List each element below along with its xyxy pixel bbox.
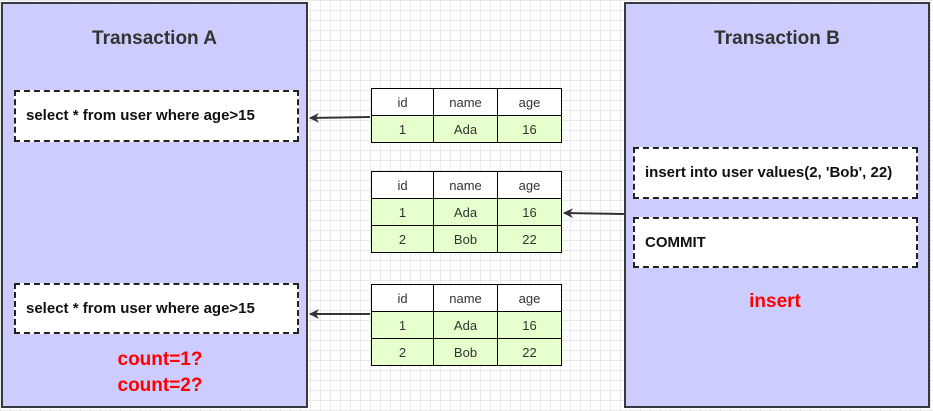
- cell-id: 1: [371, 311, 434, 339]
- cell-age: 16: [497, 115, 562, 143]
- header-cell-name: name: [433, 284, 498, 312]
- header-cell-age: age: [497, 171, 562, 199]
- table-row: 1 Ada 16: [371, 115, 562, 143]
- cell-id: 1: [371, 198, 434, 226]
- select-query-box-1: select * from user where age>15: [14, 90, 299, 142]
- cell-age: 22: [497, 338, 562, 366]
- user-table-1: id name age 1 Ada 16: [371, 88, 562, 143]
- cell-name: Ada: [433, 198, 498, 226]
- arrow-table1-to-query1: [309, 112, 371, 123]
- commit-text: COMMIT: [645, 233, 706, 251]
- table-row: 2 Bob 22: [371, 225, 562, 253]
- header-cell-id: id: [371, 171, 434, 199]
- select-query-2-text: select * from user where age>15: [26, 299, 255, 317]
- header-cell-name: name: [433, 88, 498, 116]
- insert-statement-text: insert into user values(2, 'Bob', 22): [645, 164, 893, 181]
- table-row: 1 Ada 16: [371, 311, 562, 339]
- arrow-insert-to-table2: [563, 208, 625, 219]
- select-query-1-text: select * from user where age>15: [26, 107, 255, 124]
- user-table-2: id name age 1 Ada 16 2 Bob 22: [371, 171, 562, 253]
- cell-name: Ada: [433, 311, 498, 339]
- table-header-row: id name age: [371, 171, 562, 199]
- cell-id: 2: [371, 225, 434, 253]
- header-cell-age: age: [497, 88, 562, 116]
- cell-name: Bob: [433, 338, 498, 366]
- header-cell-id: id: [371, 284, 434, 312]
- count-question: count=1? count=2?: [60, 347, 260, 399]
- cell-name: Bob: [433, 225, 498, 253]
- transaction-b-title: Transaction B: [714, 28, 840, 49]
- table-row: 1 Ada 16: [371, 198, 562, 226]
- header-cell-name: name: [433, 171, 498, 199]
- transaction-b-panel: Transaction B: [624, 2, 930, 408]
- transaction-a-title: Transaction A: [92, 28, 217, 49]
- insert-statement-box: insert into user values(2, 'Bob', 22): [633, 147, 918, 199]
- count-line-2: count=2?: [117, 375, 203, 396]
- cell-age: 16: [497, 311, 562, 339]
- select-query-box-2: select * from user where age>15: [14, 283, 299, 334]
- cell-name: Ada: [433, 115, 498, 143]
- insert-label: insert: [749, 291, 801, 312]
- transaction-a-panel: Transaction A: [1, 2, 308, 408]
- cell-id: 2: [371, 338, 434, 366]
- cell-age: 22: [497, 225, 562, 253]
- commit-box: COMMIT: [633, 217, 918, 268]
- table-header-row: id name age: [371, 284, 562, 312]
- user-table-3: id name age 1 Ada 16 2 Bob 22: [371, 284, 562, 366]
- table-row: 2 Bob 22: [371, 338, 562, 366]
- count-line-1: count=1?: [117, 349, 203, 370]
